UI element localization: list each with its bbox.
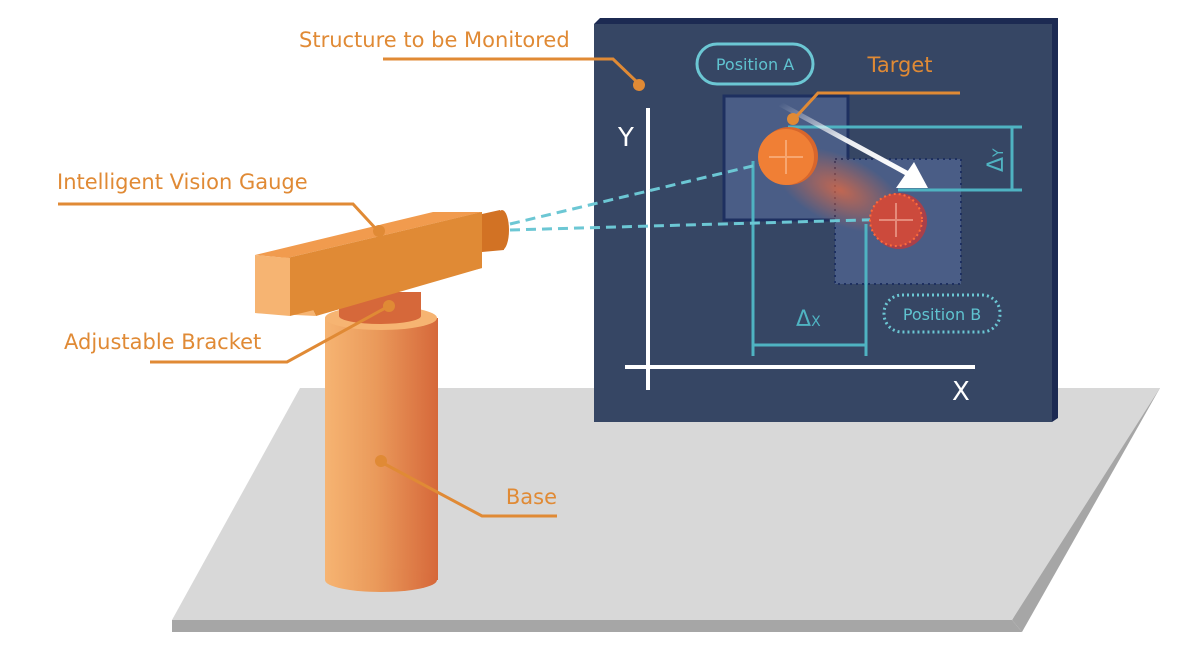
base-callout: Base: [375, 455, 557, 518]
base-label: Base: [506, 485, 557, 509]
position-b-tag: Position B: [882, 293, 1002, 334]
x-axis-label: X: [952, 377, 970, 407]
bracket-callout: Adjustable Bracket: [64, 300, 395, 364]
movement-arrow: [778, 101, 928, 188]
floor-plate: [172, 388, 1160, 632]
delta-y-label: ΔY: [984, 148, 1009, 172]
target-position-b: [869, 193, 927, 249]
gauge-callout: Intelligent Vision Gauge: [57, 170, 385, 237]
target-callout: Target: [787, 53, 960, 125]
structure-callout: Structure to be Monitored: [299, 28, 645, 91]
structure-label: Structure to be Monitored: [299, 28, 570, 52]
base-cylinder: [325, 306, 438, 592]
target-position-a: [758, 127, 818, 185]
target-label: Target: [867, 53, 933, 77]
bracket-label: Adjustable Bracket: [64, 330, 261, 354]
position-a-label: Position A: [716, 55, 794, 74]
axes: Y X: [617, 108, 975, 407]
position-b-label: Position B: [903, 305, 981, 324]
vision-gauge: [255, 210, 509, 316]
delta-x-label: ΔX: [796, 307, 821, 332]
delta-x-dimension: [751, 161, 868, 356]
position-a-tag: Position A: [695, 42, 815, 86]
sight-lines: [509, 156, 899, 232]
y-axis-label: Y: [617, 123, 634, 153]
gauge-label: Intelligent Vision Gauge: [57, 170, 308, 194]
